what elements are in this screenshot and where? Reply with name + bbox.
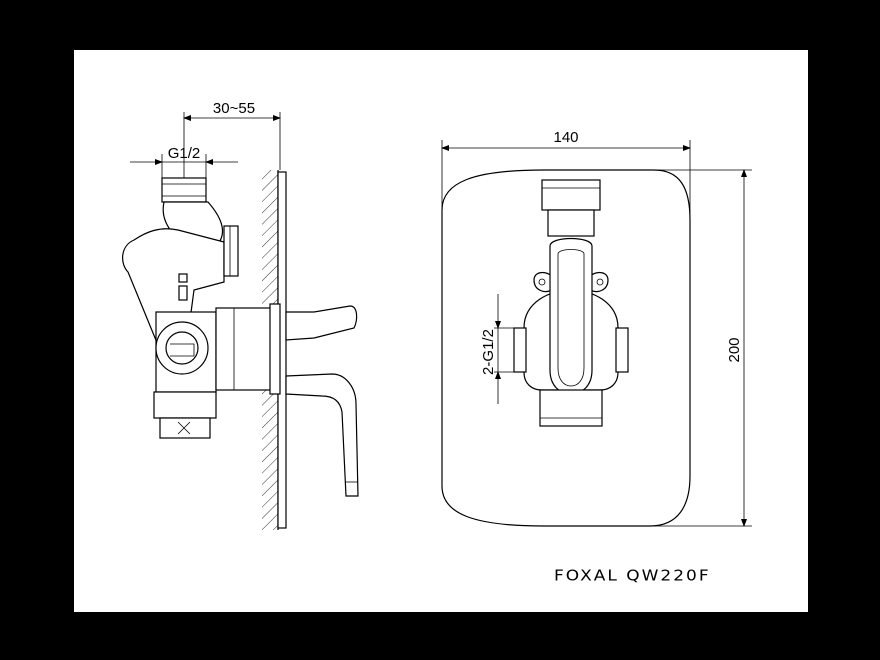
side-port bbox=[223, 225, 239, 277]
handle-side bbox=[285, 305, 358, 341]
drawing-sheet: 30~55 G1/2 bbox=[74, 50, 808, 612]
front-right-outlet bbox=[615, 327, 629, 373]
dim-side-thread: G1/2 bbox=[130, 145, 238, 178]
front-bottom-fitting bbox=[539, 389, 603, 427]
dim-front-threads-label: 2-G1/2 bbox=[480, 329, 497, 375]
valve-body-arm bbox=[122, 228, 225, 351]
dim-width: 140 bbox=[441, 129, 691, 220]
dim-height: 200 bbox=[650, 169, 752, 527]
front-view bbox=[441, 169, 691, 527]
dim-side-thread-label: G1/2 bbox=[168, 145, 201, 162]
slot-2 bbox=[178, 285, 188, 301]
model-label: FOXAL QW220F bbox=[554, 567, 711, 585]
dim-depth-label: 30~55 bbox=[213, 100, 255, 117]
front-top-fitting bbox=[541, 179, 601, 211]
spindle-housing bbox=[215, 307, 279, 391]
dim-depth: 30~55 bbox=[183, 100, 281, 178]
dim-height-label: 200 bbox=[726, 337, 743, 362]
front-left-outlet bbox=[513, 327, 527, 373]
bottom-fitting bbox=[153, 391, 217, 419]
dim-width-label: 140 bbox=[553, 129, 578, 146]
top-inlet-fitting bbox=[161, 177, 207, 203]
slot-1 bbox=[178, 273, 188, 283]
dim-front-threads: 2-G1/2 bbox=[480, 294, 520, 404]
technical-drawing: 30~55 G1/2 bbox=[122, 100, 752, 530]
side-view bbox=[122, 170, 359, 530]
front-pipe bbox=[549, 237, 593, 395]
handle-lever bbox=[285, 373, 359, 497]
